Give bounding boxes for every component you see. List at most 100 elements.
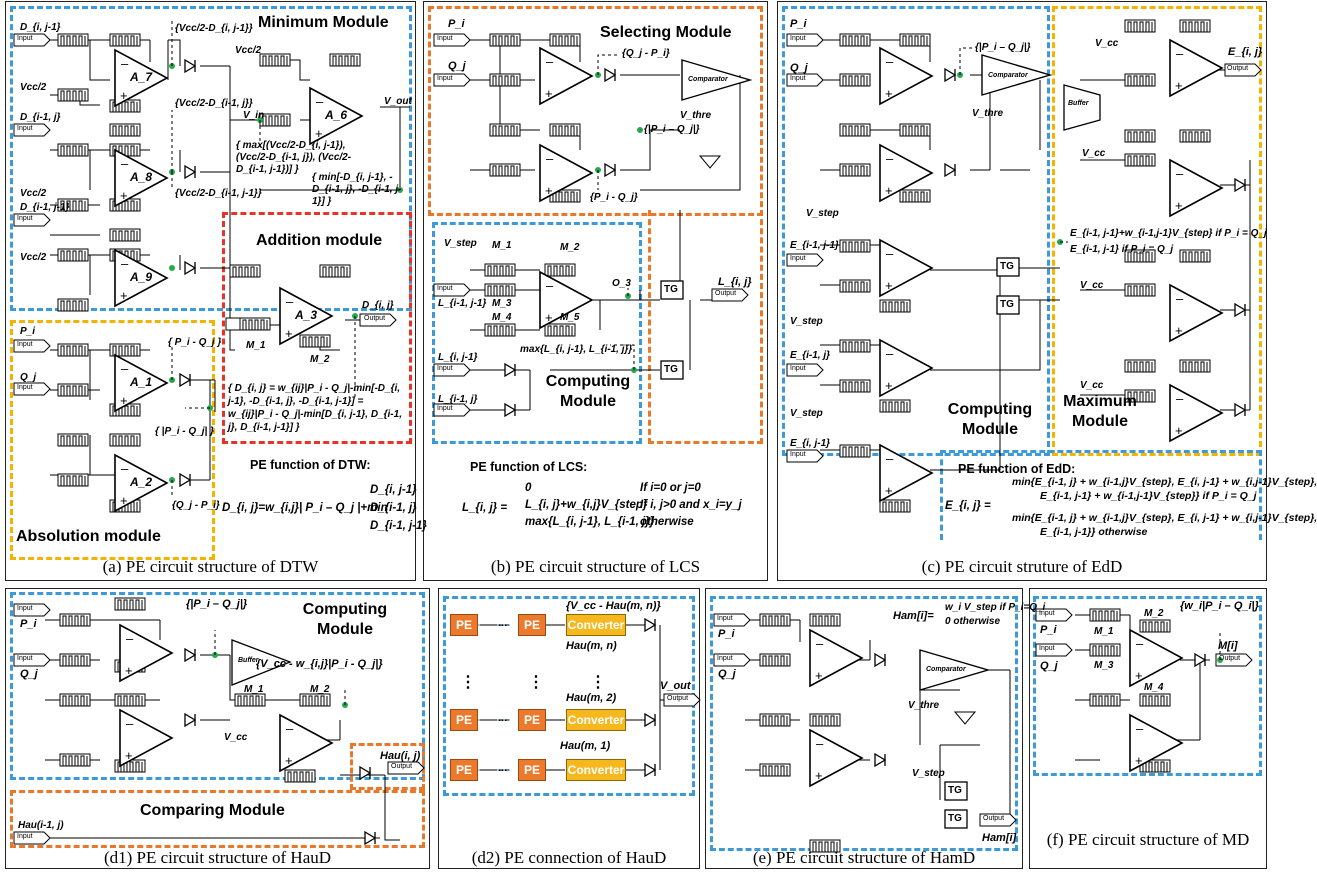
- lcs-note-pq: {P_i - Q_j}: [590, 192, 638, 203]
- input-label-haud-1: Input: [17, 605, 33, 612]
- edd-tg-1: TG: [1000, 261, 1014, 272]
- lcs-case-1: 0: [525, 482, 532, 494]
- dtw-amp-a3: A_3: [295, 308, 318, 322]
- haud2-label-1: Hau(m, 1): [560, 740, 611, 752]
- edd-vthre: V_thre: [972, 108, 1004, 119]
- input-label-dtw-3: Input: [17, 215, 33, 222]
- dtw-vin: V_in: [243, 110, 265, 121]
- hamd-box: [710, 596, 1018, 851]
- dtw-note-qp: {Q_j - P_i}: [172, 500, 220, 511]
- addition-module-box: [222, 212, 412, 444]
- input-label-edd-1: Input: [790, 35, 806, 42]
- edd-note-abs: {|P_i – Q_j|}: [975, 42, 1031, 53]
- edd-vcc-3: V_cc: [1080, 280, 1104, 291]
- absolution-module-title: Absolution module: [16, 528, 161, 545]
- haud2-vout: V_out: [660, 680, 691, 692]
- lcs-output: L_{i, j}: [718, 276, 752, 288]
- input-label-edd-5: Input: [790, 451, 806, 458]
- edd-case2-line1: min{E_{i-1, j} + w_{i-1,j}V_{step}, E_{i…: [1012, 512, 1317, 524]
- dtw-note-pq: { P_i - Q_j }: [168, 337, 222, 348]
- haud2-vdots-1: ⋮: [460, 674, 476, 691]
- hamd-tg-2: TG: [948, 813, 962, 824]
- dtw-input-6: Vcc/2: [20, 252, 47, 263]
- hamd-input-p: P_i: [718, 628, 735, 640]
- output-label-hamd: Output: [983, 815, 1005, 822]
- hamd-vthre: V_thre: [908, 700, 940, 711]
- dtw-input-8: Q_j: [20, 372, 37, 383]
- lcs-note-qp: {Q_j - P_i}: [622, 48, 670, 59]
- lcs-m1: M_1: [492, 240, 512, 251]
- output-label-md: Output: [1219, 655, 1241, 662]
- haud-computing-module-title: Computing Module: [302, 601, 388, 638]
- edd-case1-line1: min{E_{i-1, j} + w_{i-1,j}V_{step}, E_{i…: [1012, 476, 1317, 488]
- edd-comparator-label: Comparator: [988, 72, 1028, 79]
- lcs-cond-2: If i, j>0 and x_i=y_j: [640, 499, 742, 511]
- lcs-note-o3: O_3: [612, 278, 631, 289]
- haud-input-q: Q_j: [20, 668, 38, 680]
- edd-vstep-1: V_step: [806, 208, 839, 219]
- input-label-dtw-5: Input: [17, 384, 33, 391]
- hamd-tg-1: TG: [948, 785, 962, 796]
- lcs-m4: M_4: [492, 312, 512, 323]
- caption-lcs: (b) PE circuit structure of LCS: [490, 557, 701, 576]
- minimum-module-title: Minimum Module: [258, 14, 389, 31]
- caption-haud: (d1) PE circuit structure of HauD: [103, 848, 332, 867]
- hamd-ham-eq: Ham[i]=: [893, 610, 934, 622]
- haud-buffer-label: Buffer: [238, 657, 259, 664]
- edd-computing-module-title: Computing Module: [947, 401, 1033, 438]
- pe-block-n2: PE: [518, 614, 546, 636]
- pe-block-22: PE: [518, 709, 546, 731]
- haud2-label-n: Hau(m, n): [566, 640, 617, 652]
- haud2-label-2: Hau(m, 2): [566, 692, 617, 704]
- converter-1: Converter: [566, 759, 626, 781]
- input-label-dtw-1: Input: [17, 35, 33, 42]
- lcs-input-p: P_i: [448, 18, 465, 30]
- addition-module-title: Addition module: [256, 232, 383, 249]
- input-label-dtw-2: Input: [17, 125, 33, 132]
- haud-m2: M_2: [310, 684, 330, 695]
- input-label-lcs-2: Input: [437, 75, 453, 82]
- edd-note-case2: E_{i-1, j-1} if P_i = Q_j: [1070, 244, 1174, 255]
- dtw-note-min: { min[-D_{i, j-1}, -D_{i-1, j}, -D_{i-1,…: [312, 172, 402, 207]
- lcs-tg-2: TG: [664, 364, 678, 375]
- dtw-amp-a9: A_9: [130, 270, 153, 284]
- lcs-input-l2: L_{i, j-1}: [438, 352, 478, 363]
- caption-haud2: (d2) PE connection of HauD: [471, 848, 667, 867]
- lcs-m2: M_2: [560, 242, 580, 253]
- maximum-module-title: Maximum Module: [1063, 393, 1137, 430]
- edd-function-box: [940, 450, 1262, 540]
- input-label-lcs-5: Input: [437, 405, 453, 412]
- md-note: {w_i|P_i – Q_i|}: [1180, 600, 1259, 612]
- pe-block-n1: PE: [450, 614, 478, 636]
- haud-output: Hau(i, j): [380, 750, 421, 762]
- panel-haud: [5, 588, 430, 869]
- dtw-note-2: {Vcc/2-D_{i-1, j}}: [175, 98, 253, 109]
- hamd-input-q: Q_j: [718, 668, 736, 680]
- haud-note-vcc: {V_cc - w_{i,j}|P_i - Q_j|}: [256, 658, 383, 670]
- selecting-module-box: [428, 6, 763, 216]
- lcs-computing-module-box: [432, 222, 642, 444]
- lcs-input-l1: L_{i-1, j-1}: [438, 298, 487, 309]
- lcs-function-lhs: L_{i, j} =: [462, 502, 508, 514]
- caption-edd: (c) PE circuit struture of EdD: [921, 557, 1123, 576]
- lcs-orange-lower: [648, 210, 763, 444]
- lcs-note-abs: {|P_i – Q_j|}: [644, 124, 700, 135]
- edd-case1-line2: E_{i-1, j-1} + w_{i-1,j-1}V_{step}} if P…: [1040, 490, 1257, 502]
- dtw-input-3: D_{i-1, j}: [20, 112, 61, 123]
- dtw-input-2: Vcc/2: [20, 82, 47, 93]
- dtw-function-title: PE function of DTW:: [250, 458, 371, 472]
- dtw-input-1: D_{i, j-1}: [20, 22, 61, 33]
- haud-output-box: [350, 743, 425, 790]
- dtw-function: D_{i, j}=w_{i,j}| P_i – Q_j |+min: [222, 502, 388, 514]
- dtw-vcc2: Vcc/2: [235, 45, 262, 56]
- dtw-m1: M_1: [246, 340, 266, 351]
- lcs-vstep: V_step: [444, 238, 477, 249]
- edd-vcc-2: V_cc: [1082, 148, 1106, 159]
- input-label-lcs-3: Input: [437, 285, 453, 292]
- dtw-note-3: {Vcc/2-D_{i-1, j-1}}: [175, 188, 262, 199]
- md-input-q: Q_j: [1040, 660, 1058, 672]
- hamd-comparator-label: Comparator: [926, 666, 966, 673]
- md-input-p: P_i: [1040, 624, 1057, 636]
- edd-function-title: PE function of EdD:: [958, 462, 1076, 476]
- input-label-haud-3: Input: [17, 833, 33, 840]
